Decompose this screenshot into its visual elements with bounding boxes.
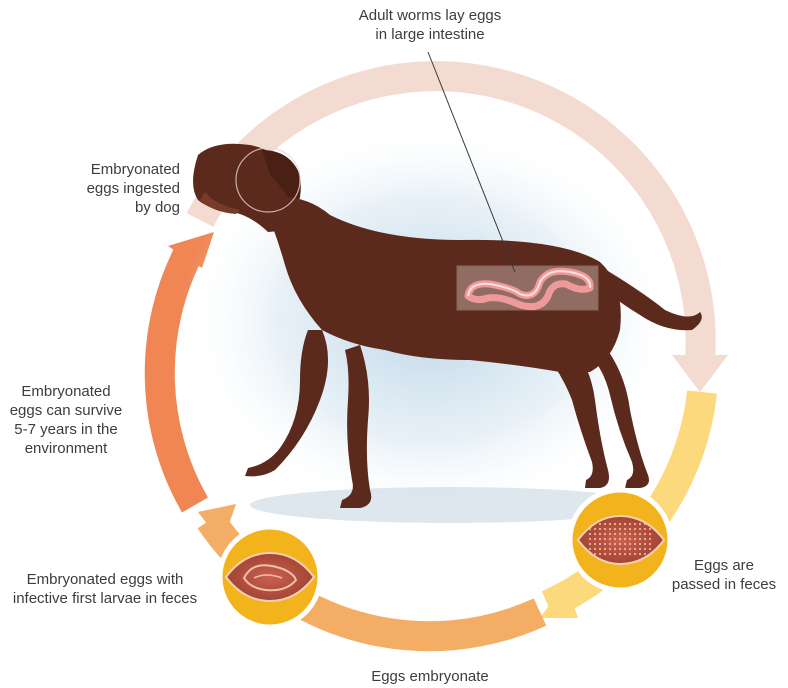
label-embryonated-feces: Embryonated eggs with infective first la… <box>0 570 210 608</box>
egg-dot <box>644 533 646 535</box>
egg-dot <box>594 533 596 535</box>
egg-dot <box>614 548 616 550</box>
arrow-head-top <box>672 355 728 392</box>
egg-dot <box>639 538 641 540</box>
egg-dot <box>629 523 631 525</box>
egg-dot <box>609 548 611 550</box>
label-eggs-embryonate: Eggs embryonate <box>340 667 520 686</box>
egg-dot <box>634 553 636 555</box>
egg-dot <box>624 538 626 540</box>
egg-dot <box>594 548 596 550</box>
egg-dot <box>599 543 601 545</box>
egg-dot <box>649 533 651 535</box>
egg-dot <box>614 553 616 555</box>
egg-dot <box>629 548 631 550</box>
egg-dot <box>634 528 636 530</box>
egg-dot <box>604 538 606 540</box>
egg-dot <box>609 533 611 535</box>
egg-dot <box>594 543 596 545</box>
egg-dot <box>639 533 641 535</box>
egg-dot <box>649 543 651 545</box>
egg-dot <box>604 553 606 555</box>
egg-dot <box>649 528 651 530</box>
egg-dot <box>624 533 626 535</box>
egg-dot <box>649 548 651 550</box>
egg-dot <box>594 538 596 540</box>
egg-dot <box>619 543 621 545</box>
egg-dot <box>604 523 606 525</box>
egg-dot <box>604 548 606 550</box>
egg-dot <box>614 543 616 545</box>
egg-dot <box>604 543 606 545</box>
egg-dot <box>639 523 641 525</box>
egg-dot <box>639 553 641 555</box>
egg-dot <box>644 543 646 545</box>
egg-dot <box>614 538 616 540</box>
egg-dot <box>619 538 621 540</box>
egg-dot <box>619 553 621 555</box>
egg-dot <box>629 538 631 540</box>
egg-dot <box>634 523 636 525</box>
egg-dot <box>624 543 626 545</box>
egg-dot <box>599 553 601 555</box>
egg-dot <box>624 523 626 525</box>
egg-dot <box>624 528 626 530</box>
egg-dot <box>629 553 631 555</box>
egg-dot <box>594 528 596 530</box>
egg-dot <box>629 528 631 530</box>
egg-dot <box>644 528 646 530</box>
egg-dot <box>609 553 611 555</box>
egg-dot <box>629 543 631 545</box>
egg-dot <box>639 528 641 530</box>
label-survive: Embryonated eggs can survive 5-7 years i… <box>0 382 132 458</box>
egg-dot <box>614 528 616 530</box>
egg-dot <box>609 523 611 525</box>
egg-dot <box>634 538 636 540</box>
egg-dot <box>629 533 631 535</box>
egg-dot <box>634 543 636 545</box>
egg-dot <box>609 528 611 530</box>
egg-dot <box>589 538 591 540</box>
egg-dot <box>609 543 611 545</box>
egg-dot <box>649 553 651 555</box>
egg-dot <box>604 533 606 535</box>
egg-dot <box>589 533 591 535</box>
label-ingested: Embryonated eggs ingested by dog <box>62 160 180 217</box>
egg-dot <box>609 538 611 540</box>
egg-dot <box>634 533 636 535</box>
egg-dot <box>599 538 601 540</box>
egg-dot <box>604 528 606 530</box>
egg-dot <box>619 528 621 530</box>
egg-dot <box>624 548 626 550</box>
egg-dot <box>644 548 646 550</box>
label-eggs-passed: Eggs are passed in feces <box>660 556 788 594</box>
egg-dot <box>644 538 646 540</box>
egg-dot <box>614 523 616 525</box>
egg-dot <box>619 548 621 550</box>
egg-dot <box>619 533 621 535</box>
egg-dot <box>599 528 601 530</box>
label-adult-worms: Adult worms lay eggs in large intestine <box>300 6 560 44</box>
egg-dot <box>589 528 591 530</box>
egg-circle-left <box>220 527 320 627</box>
intestine-worm-icon <box>457 266 598 310</box>
egg-dot <box>589 543 591 545</box>
egg-dot <box>639 543 641 545</box>
egg-dot <box>649 538 651 540</box>
egg-dot <box>594 553 596 555</box>
egg-dot <box>614 533 616 535</box>
egg-dot <box>599 548 601 550</box>
egg-dot <box>639 548 641 550</box>
egg-dot <box>634 548 636 550</box>
egg-dot <box>619 523 621 525</box>
egg-dot <box>599 523 601 525</box>
egg-dot <box>624 553 626 555</box>
egg-dot <box>599 533 601 535</box>
egg-dot <box>589 548 591 550</box>
egg-dot <box>644 553 646 555</box>
egg-circle-right <box>570 490 670 590</box>
egg-dot <box>644 523 646 525</box>
